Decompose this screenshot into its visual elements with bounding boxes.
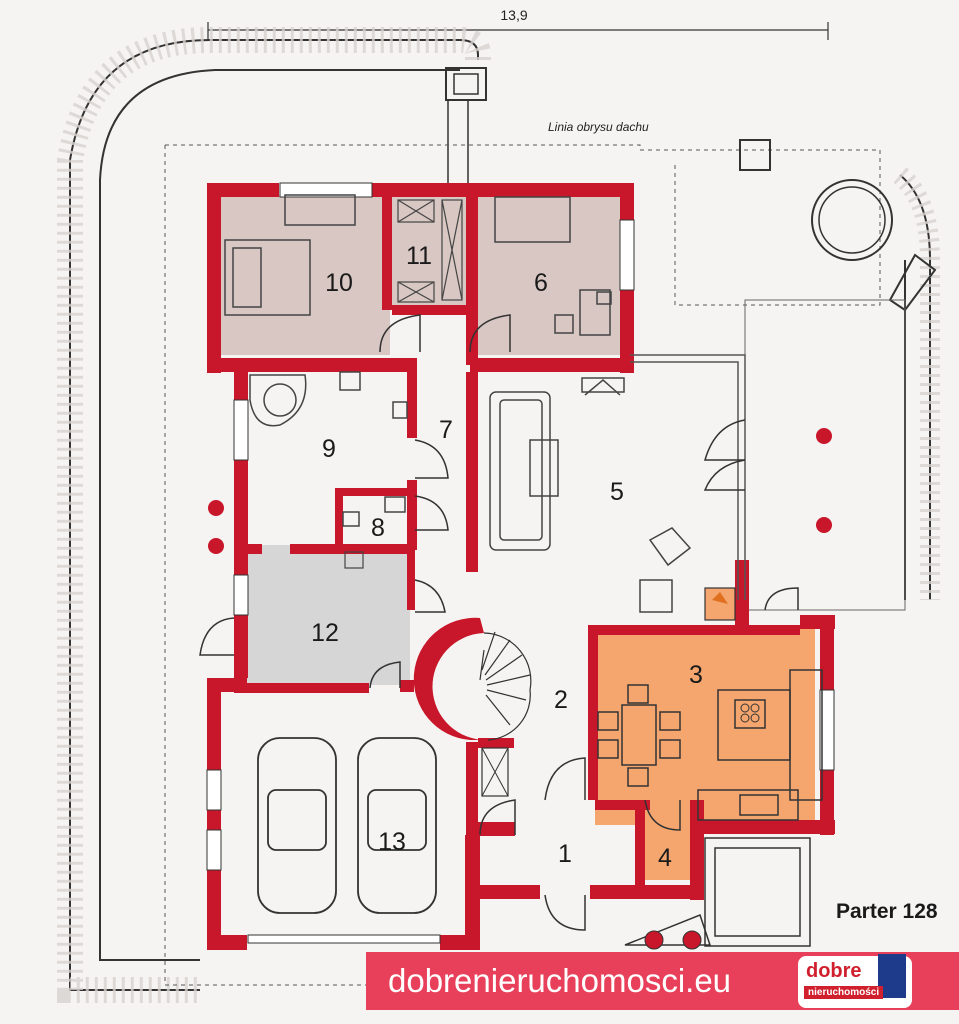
garage-cars [257, 737, 437, 914]
room-12-fill [247, 545, 410, 685]
spiral-stairs [479, 631, 532, 741]
storage-box [481, 747, 509, 797]
terrace-steps [888, 253, 937, 312]
room-13-label: 13 [378, 828, 406, 856]
column-dot [816, 428, 832, 444]
room-12-label: 12 [311, 619, 339, 647]
porch-column [682, 930, 702, 950]
room-4-label: 4 [658, 844, 672, 872]
bedroom-6-furniture [494, 196, 612, 336]
kitchen-furniture [597, 669, 823, 821]
bedroom-10-furniture [224, 194, 356, 316]
room-10-fill [220, 195, 390, 355]
wc-8-fixtures [342, 496, 406, 527]
room-8-label: 8 [371, 514, 385, 542]
room-3-label: 3 [689, 661, 703, 689]
room-1-label: 1 [558, 840, 572, 868]
bathroom-9-fixtures [249, 371, 408, 427]
room-11-fill [390, 195, 468, 310]
logo-main-text: dobre [806, 960, 862, 982]
room-3-fill [595, 625, 815, 825]
room-7-label: 7 [439, 416, 453, 444]
room-5-label: 5 [610, 478, 624, 506]
floor-title: Parter 128 [836, 900, 938, 923]
room-6-label: 6 [534, 269, 548, 297]
pool-circle [811, 179, 893, 261]
column-dot [208, 538, 224, 554]
watermark-banner: dobrenieruchomosci.eu dobre nieruchomośc… [366, 952, 959, 1010]
terrace-column [739, 139, 771, 171]
glazed-wall [630, 354, 746, 600]
porch-column [644, 930, 664, 950]
banner-url: dobrenieruchomosci.eu [388, 962, 732, 999]
entrance-porch [624, 837, 811, 947]
logo-sub-text: nieruchomości [804, 986, 884, 999]
column-dot [208, 500, 224, 516]
living-room-furniture [489, 377, 692, 613]
windows [206, 182, 835, 944]
room-9-label: 9 [322, 435, 336, 463]
room-labels: 1 2 3 4 5 6 7 8 9 10 11 12 13 [311, 242, 703, 872]
doors [199, 314, 799, 931]
room-2-label: 2 [554, 686, 568, 714]
roof-outline-label: Linia obrysu dachu [548, 120, 649, 134]
room-6-fill [478, 195, 621, 355]
room-10-label: 10 [325, 269, 353, 297]
column-dot [816, 517, 832, 533]
boiler-icon [344, 551, 364, 569]
room-11-label: 11 [406, 242, 432, 270]
brand-logo: dobre nieruchomości [798, 954, 912, 1008]
dimension-label: 13,9 [500, 7, 527, 23]
closet-11-shelves [397, 199, 463, 303]
